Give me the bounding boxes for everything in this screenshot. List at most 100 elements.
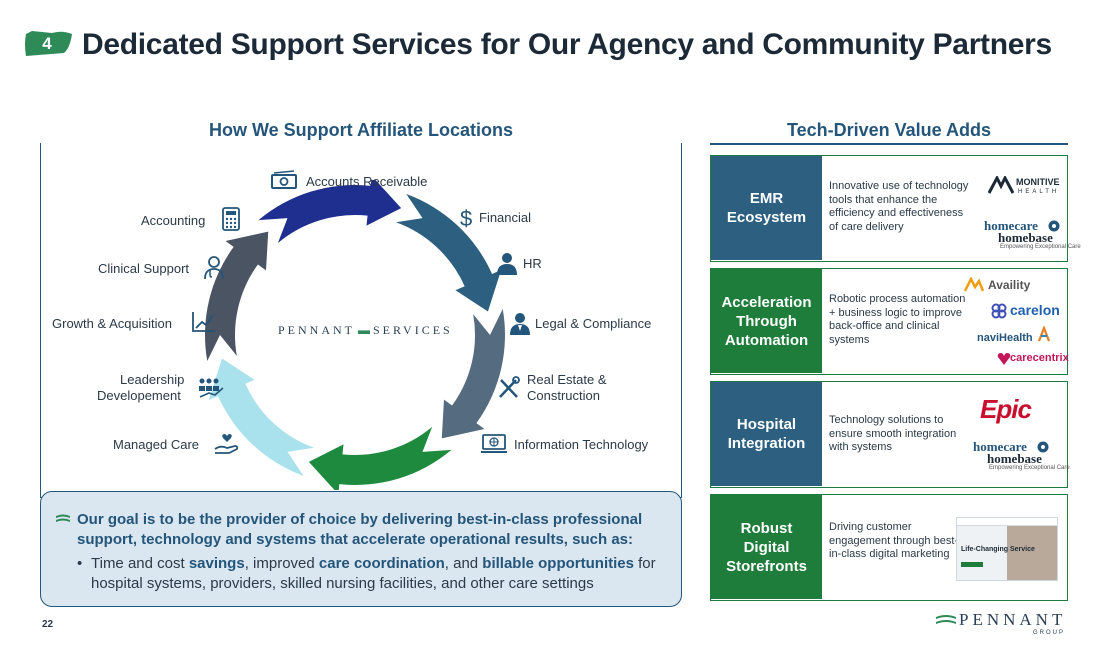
pennant-flag-icon: [25, 31, 72, 56]
homecare-word: homecare: [973, 439, 1027, 454]
logo-word-services: SERVICES: [373, 323, 453, 337]
website-screenshot-thumbnail: Life-Changing Service: [956, 517, 1058, 581]
service-real-estate-line1: Real Estate &: [527, 372, 607, 387]
card-title-line: Hospital: [736, 416, 797, 433]
dollar-icon: $: [452, 205, 480, 229]
cycle-arrow-segment: [441, 308, 505, 439]
tools-icon: [495, 376, 523, 400]
service-leadership-line1: Leadership: [120, 372, 185, 387]
money-icon: [270, 169, 298, 193]
monitive-word: MONITIVE: [1016, 177, 1060, 187]
homecare-homebase-logo: homecare homebase Empowering Exceptional…: [984, 218, 1081, 251]
cycle-arrow-segment: [308, 426, 452, 490]
card-description: Driving customer engagement through best…: [829, 521, 959, 560]
website-nav-bar: [957, 518, 1057, 526]
card-description: Innovative use of technology tools that …: [829, 180, 969, 233]
service-hr: HR: [523, 256, 542, 271]
doctor-icon: [200, 255, 228, 279]
service-information-technology: Information Technology: [514, 437, 649, 452]
right-section-title: Tech-Driven Value Adds: [786, 120, 992, 140]
service-growth-acquisition: Growth & Acquisition: [52, 316, 172, 331]
pennant-services-logo: PENNANT ▬ SERVICES: [278, 323, 450, 338]
website-photo: [1007, 526, 1057, 580]
navihealth-word: naviHealth: [977, 332, 1033, 344]
logo-flag-icon: ▬: [355, 323, 373, 337]
svg-text:$: $: [460, 206, 472, 229]
goal-highlight-savings: savings: [188, 555, 245, 572]
services-cycle-diagram: [205, 180, 505, 490]
growth-chart-icon: [189, 310, 217, 334]
card-title-line: Robust: [740, 519, 793, 537]
website-cta-button: [961, 562, 983, 567]
card-title-line: Integration: [727, 435, 806, 452]
team-growth-icon: [197, 375, 225, 399]
goal-text: , and: [444, 555, 483, 572]
group-word: GROUP: [1033, 630, 1066, 636]
card-title-line: EMR: [749, 190, 784, 207]
epic-logo: Epic: [980, 394, 1032, 424]
card-title-line: Through: [736, 312, 797, 330]
logo-word-pennant: PENNANT: [278, 323, 355, 337]
service-legal-compliance: Legal & Compliance: [535, 316, 652, 331]
lawyer-icon: [506, 311, 534, 335]
goal-highlight-care-coordination: care coordination: [318, 555, 445, 572]
pennant-flag-icon: [936, 615, 956, 624]
cycle-arrow-segment: [258, 180, 402, 244]
page-number: 22: [42, 619, 54, 630]
service-financial: Financial: [479, 210, 532, 225]
card-title-line: Digital: [743, 538, 790, 556]
service-real-estate-line2: Construction: [527, 388, 600, 403]
service-accounts-receivable: Accounts Receivable: [306, 174, 428, 189]
monitive-mark-icon: [988, 176, 1014, 194]
homebase-word: homebase: [987, 451, 1042, 466]
goal-text: for hospital systems, providers, skilled…: [91, 555, 656, 592]
carecentrix-word: carecentrix: [1010, 352, 1069, 364]
goal-text: Time and cost: [91, 555, 189, 572]
carelon-word: carelon: [1010, 302, 1060, 318]
goal-statement-box: Our goal is to be the provider of choice…: [40, 491, 682, 607]
section-number-badge: 4: [22, 28, 74, 60]
goal-lead-text: Our goal is to be the provider of choice…: [77, 511, 643, 548]
card-description: Robotic process automation + business lo…: [829, 293, 966, 346]
pennant-word: PENNANT: [959, 610, 1067, 629]
card-title-line: Acceleration: [721, 293, 812, 311]
card-title-line: Automation: [724, 331, 809, 349]
badge-number: 4: [42, 34, 52, 53]
homecare-word: homecare: [984, 218, 1038, 233]
service-accounting: Accounting: [141, 213, 206, 228]
service-managed-care: Managed Care: [113, 437, 199, 452]
cycle-arrow-segment: [396, 194, 502, 312]
page-title: Dedicated Support Services for Our Agenc…: [82, 28, 1052, 61]
computer-globe-icon: [480, 432, 508, 456]
person-icon: [493, 251, 521, 275]
availity-mark-icon: [963, 277, 985, 292]
navihealth-mark-icon: [1037, 326, 1051, 342]
cycle-arrow-segment: [205, 231, 269, 362]
card-title-line: Ecosystem: [726, 209, 807, 226]
goal-bullet: Time and cost savings, improved care coo…: [77, 554, 661, 594]
cycle-arrow-segment: [208, 358, 314, 476]
left-section-title: How We Support Affiliate Locations: [208, 120, 513, 140]
website-headline: Life-Changing Service: [961, 546, 1035, 553]
monitive-sub: HEALTH: [1018, 189, 1060, 195]
service-leadership-line2: Developement: [97, 388, 181, 403]
right-section-rule: [710, 143, 1068, 145]
calculator-icon: [217, 207, 245, 231]
carelon-mark-icon: [991, 303, 1007, 319]
availity-word: Availity: [988, 278, 1031, 292]
carecentrix-mark-icon: [997, 353, 1011, 365]
homecare-mark-icon: [1048, 220, 1060, 232]
homecare-mark-icon: [1037, 441, 1049, 453]
card-description: Technology solutions to ensure smooth in…: [829, 414, 957, 453]
goal-text: , improved: [244, 555, 319, 572]
homebase-word: homebase: [998, 230, 1053, 245]
homecare-tagline: Empowering Exceptional Care: [989, 465, 1070, 471]
navihealth-logo: naviHealth: [977, 326, 1051, 346]
homecare-tagline: Empowering Exceptional Care: [1000, 244, 1081, 250]
goal-highlight-billable: billable opportunities: [482, 555, 634, 572]
card-title: EMR Ecosystem: [711, 156, 822, 260]
card-emr-ecosystem: EMR Ecosystem Innovative use of technolog…: [710, 155, 1068, 262]
